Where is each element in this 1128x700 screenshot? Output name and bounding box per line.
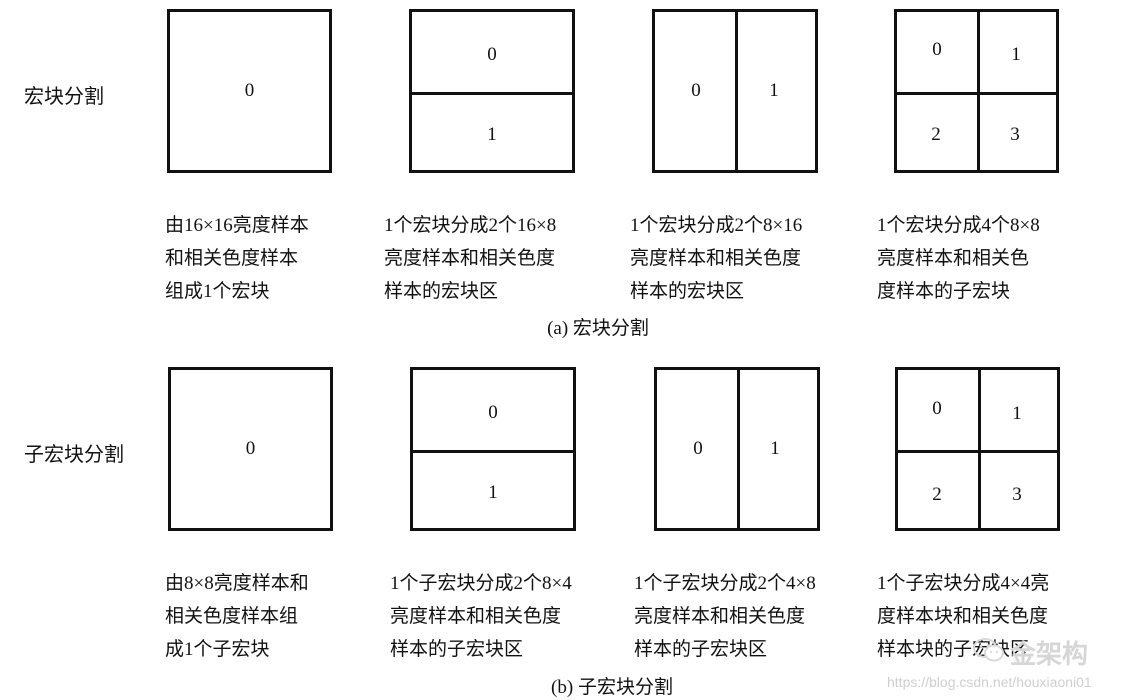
partition-index-0: 0 — [693, 438, 703, 459]
partition-divider-vertical — [735, 12, 738, 170]
figure-caption-a: (a) 宏块分割 — [547, 318, 649, 339]
partition-description: 1个宏块分成2个16×8 亮度样本和相关色度 样本的宏块区 — [384, 209, 619, 308]
sub-macroblock-partition-8x8: 0 — [168, 367, 333, 531]
macroblock-partition-16x16: 0 — [167, 9, 332, 173]
description-line: 组成1个宏块 — [165, 281, 270, 302]
description-line: 和相关色度样本 — [165, 248, 299, 269]
partition-description: 1个宏块分成4个8×8 亮度样本和相关色 度样本的子宏块 — [877, 209, 1112, 308]
partition-index-0: 0 — [245, 438, 256, 459]
sub-macroblock-partition-4x8: 0 1 — [654, 367, 820, 531]
description-line: 样本的子宏块区 — [634, 639, 768, 660]
partition-index-1: 1 — [769, 80, 779, 101]
macroblock-partition-8x16: 0 1 — [652, 9, 818, 173]
partition-description: 1个子宏块分成2个4×8 亮度样本和相关色度 样本的子宏块区 — [634, 567, 869, 666]
partition-divider-horizontal — [413, 450, 573, 453]
description-line: 1个宏块分成2个16×8 — [384, 215, 557, 236]
sub-macroblock-partition-8x4: 0 1 — [410, 367, 576, 531]
partition-description: 1个子宏块分成2个8×4 亮度样本和相关色度 样本的子宏块区 — [390, 567, 625, 666]
partition-index-0: 0 — [487, 44, 497, 65]
partition-index-3: 3 — [1010, 124, 1020, 145]
partition-divider-vertical — [737, 370, 740, 528]
partition-index-1: 1 — [488, 482, 498, 503]
figure-caption-b: (b) 子宏块分割 — [551, 677, 673, 698]
macroblock-partition-8x8: 0 1 2 3 — [894, 9, 1059, 173]
description-line: 成1个子宏块 — [165, 639, 270, 660]
macroblock-partition-16x8: 0 1 — [409, 9, 575, 173]
partition-divider-vertical — [977, 12, 980, 170]
partition-divider-vertical — [978, 370, 981, 528]
partition-index-3: 3 — [1012, 484, 1022, 505]
partition-index-1: 1 — [770, 438, 780, 459]
description-line: 1个宏块分成4个8×8 — [877, 215, 1040, 236]
row-label-macroblock: 宏块分割 — [24, 86, 104, 108]
partition-index-1: 1 — [1012, 403, 1022, 424]
description-line: 样本的子宏块区 — [390, 639, 524, 660]
description-line: 亮度样本和相关色度 — [634, 606, 806, 627]
description-line: 度样本的子宏块 — [877, 281, 1011, 302]
partition-divider-horizontal — [897, 92, 1056, 95]
partition-index-1: 1 — [1011, 44, 1021, 65]
description-line: 1个子宏块分成4×4亮 — [877, 573, 1050, 594]
description-line: 度样本块和相关色度 — [877, 606, 1049, 627]
partition-index-0: 0 — [932, 39, 942, 60]
description-line: 亮度样本和相关色 — [877, 248, 1030, 269]
partition-index-0: 0 — [244, 80, 255, 101]
description-line: 样本的宏块区 — [630, 281, 745, 302]
row-label-sub-macroblock: 子宏块分割 — [24, 444, 124, 466]
partition-description: 由16×16亮度样本 和相关色度样本 组成1个宏块 — [165, 209, 400, 308]
partition-index-0: 0 — [932, 398, 942, 419]
description-line: 亮度样本和相关色度 — [630, 248, 802, 269]
partition-index-2: 2 — [932, 484, 942, 505]
sub-macroblock-partition-4x4: 0 1 2 3 — [895, 367, 1060, 531]
wechat-logo-icon — [972, 636, 1006, 664]
description-line: 1个宏块分成2个8×16 — [630, 215, 803, 236]
description-line: 亮度样本和相关色度 — [390, 606, 562, 627]
partition-description: 由8×8亮度样本和 相关色度样本组 成1个子宏块 — [165, 567, 400, 666]
description-line: 1个子宏块分成2个8×4 — [390, 573, 572, 594]
description-line: 1个子宏块分成2个4×8 — [634, 573, 816, 594]
partition-divider-horizontal — [412, 92, 572, 95]
partition-description: 1个宏块分成2个8×16 亮度样本和相关色度 样本的宏块区 — [630, 209, 865, 308]
watermark-url: https://blog.csdn.net/houxiaoni01 — [887, 674, 1092, 690]
description-line: 由8×8亮度样本和 — [165, 573, 309, 594]
partition-index-0: 0 — [488, 402, 498, 423]
partition-divider-horizontal — [898, 450, 1057, 453]
description-line: 亮度样本和相关色度 — [384, 248, 556, 269]
watermark-brand: 金架构 — [1010, 640, 1089, 670]
partition-index-1: 1 — [487, 124, 497, 145]
description-line: 相关色度样本组 — [165, 606, 299, 627]
partition-index-2: 2 — [931, 124, 941, 145]
description-line: 由16×16亮度样本 — [165, 215, 309, 236]
description-line: 样本的宏块区 — [384, 281, 499, 302]
partition-index-0: 0 — [691, 80, 701, 101]
